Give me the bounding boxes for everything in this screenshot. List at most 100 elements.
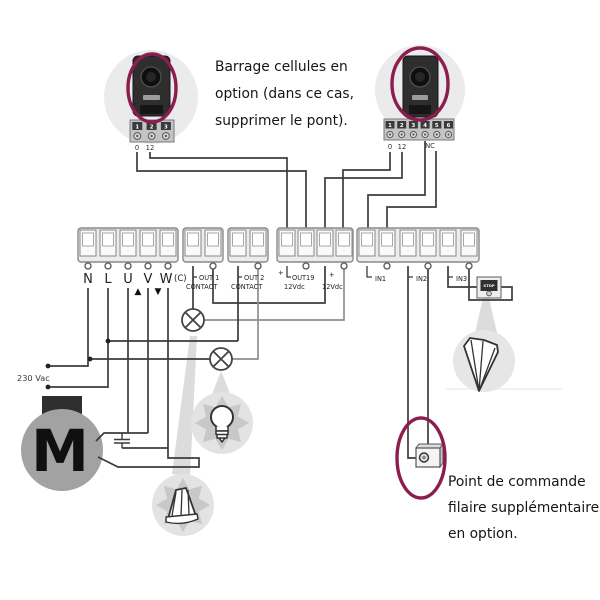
junction-dot (45, 363, 51, 369)
beacon-base (165, 513, 199, 525)
power-out-block (276, 227, 354, 263)
out2-label2: CONTACT (231, 283, 263, 291)
wire-in3-b (468, 269, 513, 301)
wire-in2-a (407, 266, 416, 459)
out19-bracket (286, 266, 291, 278)
barrage-note-line1: Barrage cellules en (215, 59, 348, 75)
terminal-strip: N L U V W (C) ▲ ▼ OUT 1 CONTACT OUT 2 CO… (77, 227, 480, 297)
wire-lamp2-return (232, 266, 259, 360)
pin-nc: NC (425, 142, 435, 150)
stop-button-knob (486, 290, 492, 297)
wire-cell-right-c (367, 141, 426, 228)
terminal-number: 3 (164, 124, 168, 130)
motor: M (21, 396, 103, 491)
vdc-label2: 12Vdc (322, 283, 343, 291)
wire-cell-left-0 (136, 152, 307, 228)
motor-body (21, 409, 103, 491)
pin-12: 12 (146, 144, 155, 152)
light-bulb-icon (210, 405, 234, 429)
control-top-face (415, 443, 444, 449)
vdc-label: 12Vdc (284, 283, 305, 291)
cone-folds (470, 339, 496, 392)
plus-label2: + (329, 271, 335, 279)
wires (45, 141, 513, 468)
label-l: L (104, 272, 112, 287)
wired-control-button (395, 416, 447, 500)
photocell-right: 1 2 3 4 5 6 0 12 NC (383, 46, 455, 151)
out1-label2: CONTACT (186, 283, 218, 291)
photocell-left: 1 2 3 0 12 (126, 52, 178, 152)
pin-0: 0 (135, 144, 139, 152)
bubble-tail (475, 298, 497, 333)
lens-inner (415, 72, 425, 82)
terminal-points (84, 262, 473, 270)
flashing-light-bubble (152, 336, 214, 536)
command-note-line2: filaire supplémentaire (448, 500, 599, 516)
wire-n (48, 288, 89, 367)
plus-label: + (278, 269, 284, 277)
terminal-number: 6 (447, 123, 451, 129)
out1-label: OUT 1 (199, 274, 219, 282)
wire-cell-left-12 (149, 152, 288, 228)
wire-l (48, 288, 109, 388)
terminal-number: 2 (150, 124, 154, 130)
terminal-number: 3 (412, 123, 416, 129)
wire-in3-a (447, 266, 477, 288)
stop-label: STOP (483, 283, 495, 288)
lens-inner (146, 72, 156, 82)
in3-label: IN3 (456, 275, 467, 283)
stop-button-face (480, 280, 498, 291)
bubble-tail (211, 371, 231, 397)
barrage-note-line3: supprimer le pont). (215, 113, 348, 129)
label-w: W (160, 272, 173, 287)
photocell-slot (412, 95, 428, 100)
lamp-symbol-2 (209, 347, 233, 371)
junction-dot (87, 356, 93, 362)
beacon-ridges (171, 489, 190, 518)
photocell-terminals: 1 2 3 4 5 6 (385, 121, 453, 139)
mains-label: 230 Vac (17, 373, 50, 383)
highlight-ellipse (126, 52, 178, 124)
junction-dot (105, 338, 111, 344)
down-arrow-icon: ▼ (155, 287, 162, 297)
control-push-button-dot (422, 455, 426, 460)
photocell-slot (143, 95, 160, 100)
wire-cell-right-12 (324, 152, 403, 228)
in1-bracket (366, 266, 372, 278)
stop-button: STOP (476, 276, 502, 299)
in1-label: IN1 (375, 275, 386, 283)
barrage-note-line2: option (dans ce cas, (215, 86, 354, 102)
wire-out1-loop (212, 266, 326, 304)
command-note-line3: en option. (448, 526, 518, 542)
motor-letter: M (31, 417, 89, 485)
junction-dot (45, 384, 51, 390)
power-block-cells (79, 229, 177, 257)
photocell-band (409, 105, 431, 114)
remote-bubble (453, 298, 515, 392)
wire-out2-feed (108, 266, 239, 342)
terminal-number: 1 (388, 123, 392, 129)
capacitor (114, 433, 130, 448)
up-arrow-icon: ▲ (135, 287, 142, 297)
label-c: (C) (174, 274, 187, 284)
wire-w (97, 288, 200, 468)
annotations: Barrage cellules en option (dans ce cas,… (17, 59, 599, 542)
bulb-bubble (191, 371, 253, 454)
wire-cell-right-nc (386, 151, 437, 228)
label-u: U (123, 272, 133, 287)
bulb-base (215, 430, 229, 443)
out2-label: OUT 2 (244, 274, 264, 282)
wire-motor-top (95, 432, 148, 442)
label-n: N (83, 272, 93, 287)
out19-label: OUT19 (292, 274, 314, 282)
terminal-number: 1 (135, 124, 139, 130)
wire-cell-right-0 (342, 152, 391, 228)
wire-lamp1-return (204, 266, 345, 321)
pin-0: 0 (388, 143, 392, 151)
highlight-ellipse (395, 416, 447, 500)
terminal-number: 2 (400, 123, 404, 129)
pin-12: 12 (398, 143, 407, 151)
label-v: V (144, 272, 153, 287)
